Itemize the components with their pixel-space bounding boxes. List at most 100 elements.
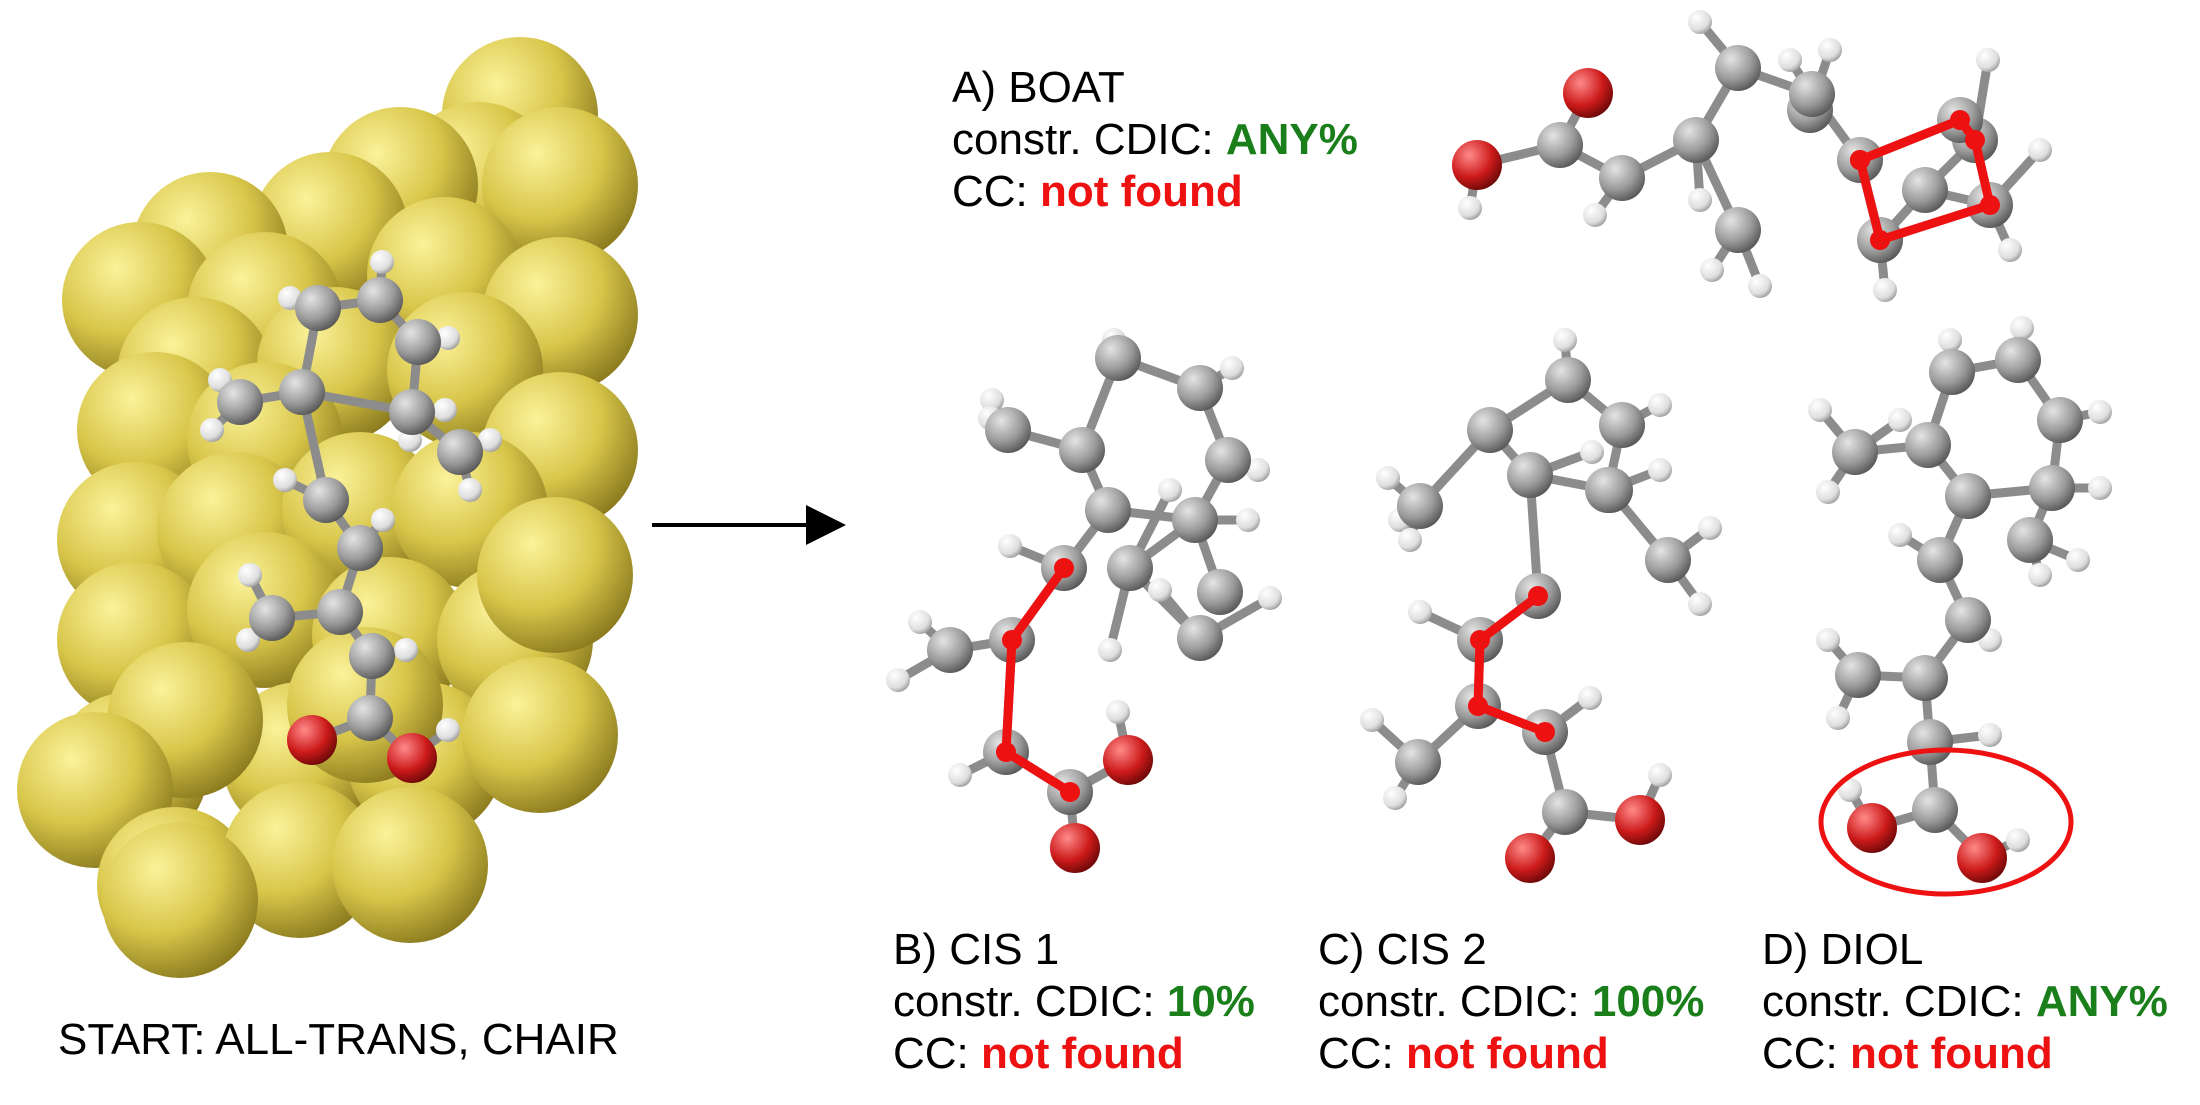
- hydrogen-atom: [1938, 328, 1962, 352]
- panel-a-cc-value: not found: [1040, 167, 1243, 216]
- hydrogen-atom: [1698, 516, 1722, 540]
- hydrogen-atom: [1778, 48, 1802, 72]
- hydrogen-atom: [980, 388, 1004, 412]
- molecule-d-diol: [1808, 316, 2112, 897]
- panel-d-cdic-value: ANY%: [2035, 977, 2168, 1026]
- oxygen-atom: [387, 733, 437, 783]
- hydrogen-atom: [1258, 586, 1282, 610]
- carbon-atom: [357, 277, 403, 323]
- highlight-node: [1980, 195, 2000, 215]
- panel-d-cc-value: not found: [1850, 1029, 2053, 1078]
- hydrogen-atom: [1106, 700, 1130, 724]
- highlight-node: [1002, 630, 1022, 650]
- panel-a-label: A) BOAT constr. CDIC: ANY% CC: not found: [952, 63, 1358, 216]
- oxygen-atom: [1615, 795, 1665, 845]
- carbon-atom: [1917, 537, 1963, 583]
- molecule-start-all-trans-chair: [200, 250, 502, 783]
- carbon-atom: [217, 379, 263, 425]
- carbon-atom: [1085, 487, 1131, 533]
- carbon-atom: [927, 627, 973, 673]
- panel-c-title: C) CIS 2: [1318, 925, 1487, 974]
- carbon-atom: [1645, 537, 1691, 583]
- hydrogen-atom: [1360, 708, 1384, 732]
- panel-b-label: B) CIS 1 constr. CDIC: 10% CC: not found: [893, 925, 1255, 1078]
- carbon-atom: [1995, 337, 2041, 383]
- oxygen-atom: [1050, 823, 1100, 873]
- gold-surface-slab: [17, 37, 638, 978]
- hydrogen-atom: [1458, 196, 1482, 220]
- hydrogen-atom: [1158, 478, 1182, 502]
- carbon-atom: [389, 389, 435, 435]
- hydrogen-atom: [886, 668, 910, 692]
- molecule-a-boat: [1452, 10, 2052, 302]
- highlight-node: [1870, 230, 1890, 250]
- hydrogen-atom: [2028, 138, 2052, 162]
- hydrogen-atom: [1648, 458, 1672, 482]
- hydrogen-atom: [371, 508, 395, 532]
- hydrogen-atom: [1148, 578, 1172, 602]
- hydrogen-atom: [1553, 328, 1577, 352]
- hydrogen-atom: [1700, 258, 1724, 282]
- hydrogen-atom: [1818, 38, 1842, 62]
- carbon-atom: [1397, 483, 1443, 529]
- highlight-path: [1473, 592, 1547, 737]
- carbon-atom: [1929, 349, 1975, 395]
- carbon-atom: [1902, 167, 1948, 213]
- hydrogen-atom: [236, 628, 260, 652]
- carbon-atom: [337, 525, 383, 571]
- carbon-atom: [1095, 335, 1141, 381]
- oxygen-atom: [287, 715, 337, 765]
- panel-c-cc-value: not found: [1406, 1029, 1609, 1078]
- panel-d-title: D) DIOL: [1762, 925, 1924, 974]
- carbon-atom: [1107, 545, 1153, 591]
- hydrogen-atom: [2028, 563, 2052, 587]
- hydrogen-atom: [1873, 278, 1897, 302]
- hydrogen-atom: [1376, 466, 1400, 490]
- carbon-atom: [1587, 467, 1633, 513]
- oxygen-atom: [1505, 833, 1555, 883]
- carbon-atom: [1197, 569, 1243, 615]
- molecule-b-cis1: [886, 328, 1282, 873]
- diol-highlight-ellipse: [1818, 747, 2074, 897]
- carbon-atom: [985, 407, 1031, 453]
- panel-b-cc-value: not found: [981, 1029, 1184, 1078]
- hydrogen-atom: [200, 418, 224, 442]
- panel-c-label: C) CIS 2 constr. CDIC: 100% CC: not foun…: [1318, 925, 1705, 1078]
- highlight-path: [1001, 565, 1073, 796]
- carbon-atom: [1205, 437, 1251, 483]
- highlight-node: [1535, 722, 1555, 742]
- oxygen-atom: [1847, 803, 1897, 853]
- carbon-atom: [1599, 402, 1645, 448]
- highlight-node: [1468, 696, 1488, 716]
- oxygen-atom: [1103, 735, 1153, 785]
- highlight-node: [1850, 150, 1870, 170]
- hydrogen-atom: [908, 610, 932, 634]
- highlight-node: [1528, 586, 1548, 606]
- hydrogen-atom: [1826, 706, 1850, 730]
- carbon-atom: [249, 595, 295, 641]
- panel-b-cdic-value: 10%: [1166, 977, 1255, 1026]
- gold-atom: [332, 787, 488, 943]
- carbon-atom: [1912, 787, 1958, 833]
- hydrogen-atom: [998, 534, 1022, 558]
- hydrogen-atom: [1648, 763, 1672, 787]
- carbon-atom: [2007, 517, 2053, 563]
- carbon-atom: [2029, 465, 2075, 511]
- hydrogen-atom: [273, 468, 297, 492]
- hydrogen-atom: [436, 326, 460, 350]
- hydrogen-atom: [1648, 393, 1672, 417]
- oxygen-atom: [1957, 833, 2007, 883]
- carbon-atom: [1467, 407, 1513, 453]
- highlight-node: [1965, 130, 1985, 150]
- hydrogen-atom: [1688, 188, 1712, 212]
- hydrogen-atom: [1978, 723, 2002, 747]
- hydrogen-atom: [1688, 592, 1712, 616]
- carbon-atom: [349, 633, 395, 679]
- hydrogen-atom: [1236, 508, 1260, 532]
- highlight-path: [1855, 115, 1995, 245]
- carbon-atom: [395, 319, 441, 365]
- carbon-atom: [1395, 739, 1441, 785]
- carbon-atom: [347, 695, 393, 741]
- hydrogen-atom: [1816, 628, 1840, 652]
- highlight-node: [1054, 558, 1074, 578]
